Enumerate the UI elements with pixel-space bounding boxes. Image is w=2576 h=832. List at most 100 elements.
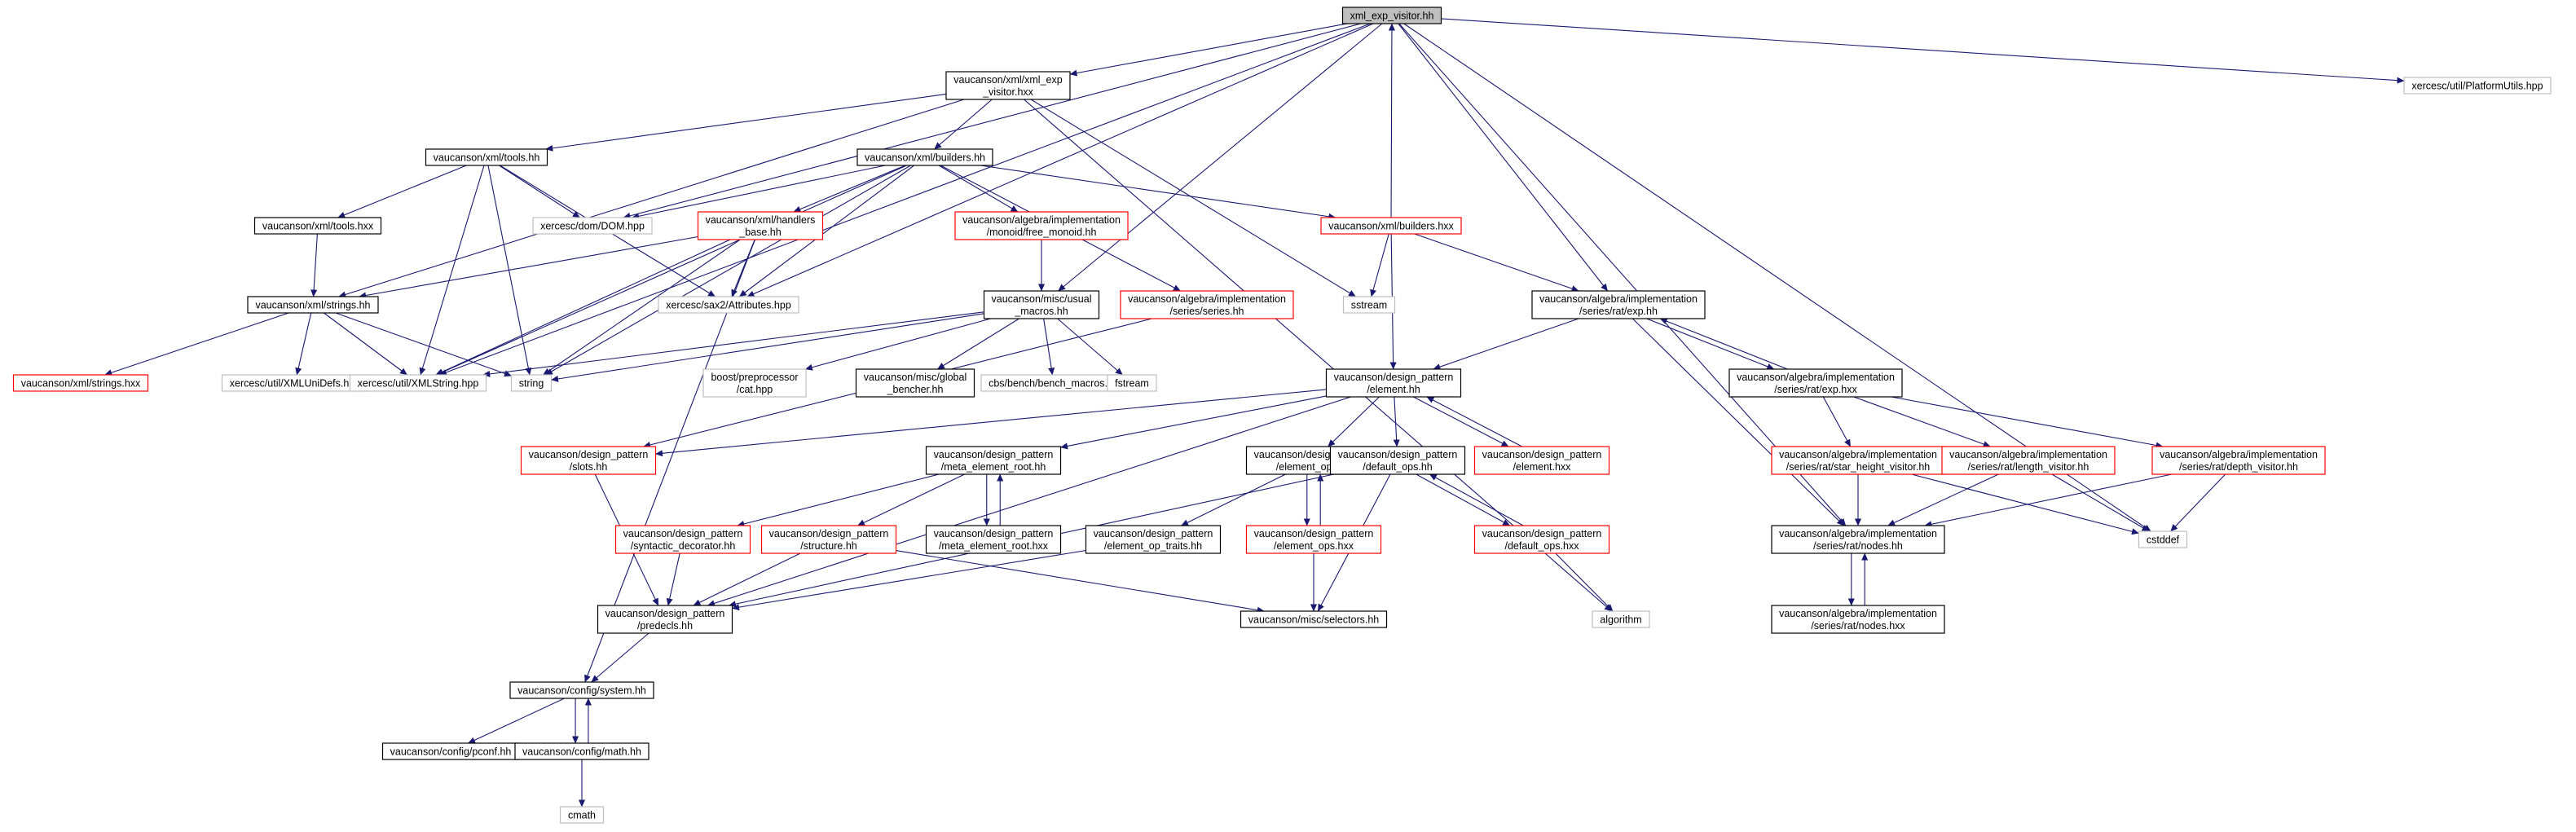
node-slots[interactable]: vaucanson/design_pattern/slots.hh [520, 446, 657, 475]
node-label: vaucanson/misc/selectors.hh [1248, 614, 1380, 626]
node-label: vaucanson/algebra/implementation [1949, 449, 2107, 460]
node-label: vaucanson/design_pattern [1334, 372, 1454, 383]
node-label: /series/rat/exp.hxx [1774, 384, 1857, 395]
node-builders[interactable]: vaucanson/xml/builders.hh [856, 148, 993, 166]
edge-root-to-dom [623, 23, 1362, 219]
edge-root-to-usual [1058, 23, 1383, 292]
node-box [1771, 525, 1945, 554]
edge-usual-to-boostcat [804, 318, 991, 371]
node-elhxx[interactable]: vaucanson/design_pattern/element.hxx [1473, 446, 1610, 475]
node-label: cstddef [2147, 535, 2180, 546]
node-label: /predecls.hh [637, 620, 693, 632]
node-system[interactable]: vaucanson/config/system.hh [509, 681, 654, 699]
node-xev[interactable]: vaucanson/xml/xml_exp_visitor.hxx [945, 71, 1071, 100]
node-nodeshxx[interactable]: vaucanson/algebra/implementation/series/… [1771, 605, 1945, 634]
edge-builders-to-handlers [793, 165, 906, 213]
node-label: xercesc/util/XMLString.hpp [358, 378, 479, 390]
node-box [614, 525, 751, 554]
edge-handlers-to-xmlstring [435, 239, 731, 376]
node-stringshxx[interactable]: vaucanson/xml/strings.hxx [12, 374, 149, 392]
node-dopshxx[interactable]: vaucanson/design_pattern/default_ops.hxx [1473, 525, 1610, 554]
node-toolshxx[interactable]: vaucanson/xml/tools.hxx [253, 217, 382, 235]
edge-root-to-xmlstring [439, 23, 1371, 376]
node-eoptraits[interactable]: vaucanson/design_pattern/element_op_trai… [1085, 525, 1222, 554]
node-label: vaucanson/design_pattern [529, 449, 649, 460]
node-series[interactable]: vaucanson/algebra/implementation/series/… [1120, 290, 1294, 319]
node-fstream: fstream [1107, 374, 1157, 392]
node-freemon[interactable]: vaucanson/algebra/implementation/monoid/… [954, 211, 1129, 240]
node-math[interactable]: vaucanson/config/math.hh [514, 742, 650, 760]
node-mer[interactable]: vaucanson/design_pattern/meta_element_ro… [925, 446, 1062, 475]
node-label: /meta_element_root.hh [941, 461, 1046, 473]
edge-handlers-to-strings [359, 236, 698, 299]
edge-handlers-to-string [543, 239, 741, 376]
edge-struct-to-predecls [693, 552, 801, 606]
edge-usual-to-xmlstring [482, 311, 984, 377]
node-box [425, 148, 548, 166]
node-box [1342, 296, 1396, 314]
node-cbs: cbs/bench/bench_macros.hh [980, 374, 1127, 392]
node-shv[interactable]: vaucanson/algebra/implementation/series/… [1771, 446, 1945, 475]
node-box [945, 71, 1071, 100]
node-exphh[interactable]: vaucanson/algebra/implementation/series/… [1531, 290, 1706, 319]
node-label: vaucanson/design_pattern [1254, 528, 1374, 539]
edge-root-to-xev [1069, 23, 1348, 77]
node-label: xercesc/sax2/Attributes.hpp [666, 300, 791, 311]
node-attrs: xercesc/sax2/Attributes.hpp [658, 296, 799, 314]
node-label: vaucanson/config/pconf.hh [390, 746, 512, 758]
node-label: vaucanson/xml/tools.hh [434, 152, 540, 164]
node-synd[interactable]: vaucanson/design_pattern/syntactic_decor… [614, 525, 751, 554]
edge-system-to-pconf [468, 698, 565, 744]
node-label: /cat.hpp [737, 384, 773, 395]
edge-root-to-exphh [1398, 23, 1609, 292]
node-label: vaucanson/config/system.hh [517, 685, 646, 697]
node-label: _visitor.hxx [982, 86, 1034, 98]
node-box [2151, 446, 2326, 475]
node-exphxx[interactable]: vaucanson/algebra/implementation/series/… [1728, 368, 1903, 398]
node-struct[interactable]: vaucanson/design_pattern/structure.hh [760, 525, 897, 554]
node-box [1592, 610, 1650, 628]
node-label: vaucanson/misc/global [864, 372, 967, 383]
node-label: vaucanson/design_pattern [605, 608, 725, 619]
node-depv[interactable]: vaucanson/algebra/implementation/series/… [2151, 446, 2326, 475]
node-pconf[interactable]: vaucanson/config/pconf.hh [381, 742, 520, 760]
node-usual[interactable]: vaucanson/misc/usual_macros.hh [983, 290, 1100, 319]
node-label: cmath [568, 810, 596, 821]
node-label: vaucanson/algebra/implementation [1128, 293, 1286, 305]
node-globalb[interactable]: vaucanson/misc/global_bencher.hh [855, 368, 975, 398]
node-lenv[interactable]: vaucanson/algebra/implementation/series/… [1941, 446, 2116, 475]
node-selectors[interactable]: vaucanson/misc/selectors.hh [1240, 610, 1388, 628]
node-label: vaucanson/design_pattern [623, 528, 743, 539]
edge-tools-to-dom [499, 165, 580, 218]
edge-exphxx-to-lenv [1853, 396, 1991, 447]
edge-root-to-attrs [746, 23, 1374, 297]
edge-builders-to-string [545, 165, 911, 376]
edge-builders-to-freemon [938, 165, 1019, 213]
node-label: vaucanson/xml/builders.hh [865, 152, 985, 164]
edge-usual-to-string [551, 313, 984, 382]
node-nodes[interactable]: vaucanson/algebra/implementation/series/… [1771, 525, 1945, 554]
node-label: algorithm [1600, 614, 1641, 626]
node-label: /element.hxx [1513, 461, 1572, 473]
node-box [1120, 290, 1294, 319]
node-merhxx[interactable]: vaucanson/design_pattern/meta_element_ro… [925, 525, 1062, 554]
edge-struct-to-selectors [896, 550, 1265, 614]
edge-builders-to-xmlstring [436, 165, 907, 376]
node-tools[interactable]: vaucanson/xml/tools.hh [425, 148, 548, 166]
node-label: /meta_element_root.hxx [939, 540, 1049, 552]
node-eopshxx[interactable]: vaucanson/design_pattern/element_ops.hxx [1245, 525, 1382, 554]
node-strings[interactable]: vaucanson/xml/strings.hh [247, 296, 379, 314]
node-element[interactable]: vaucanson/design_pattern/element.hh [1325, 368, 1462, 398]
node-handlers[interactable]: vaucanson/xml/handlers_base.hh [697, 211, 824, 240]
node-dops[interactable]: vaucanson/design_pattern/default_ops.hh [1329, 446, 1466, 475]
node-bhxx[interactable]: vaucanson/xml/builders.hxx [1320, 217, 1462, 235]
node-box [1240, 610, 1388, 628]
edge-lenv-to-nodes [1887, 473, 1999, 526]
node-label: /monoid/free_monoid.hh [987, 227, 1097, 238]
node-label: fstream [1115, 378, 1149, 390]
edge-exphxx-to-exphh [1659, 318, 1788, 370]
node-box [954, 211, 1129, 240]
node-label: cbs/bench/bench_macros.hh [989, 378, 1119, 390]
node-predecls[interactable]: vaucanson/design_pattern/predecls.hh [597, 605, 733, 634]
